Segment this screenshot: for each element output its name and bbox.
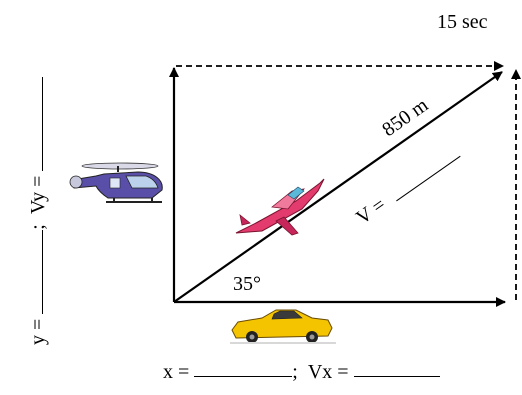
y-separator: ;: [27, 224, 49, 230]
helicopter-picture: [69, 162, 163, 203]
sports-car-picture: [230, 309, 336, 344]
y-answer-blank[interactable]: [41, 229, 43, 314]
distance-label: 850 m: [378, 94, 432, 141]
vy-label: Vy =: [27, 170, 49, 215]
vx-label: Vx =: [307, 361, 354, 383]
vx-answer-blank[interactable]: [353, 375, 440, 377]
x-label: x =: [163, 361, 195, 383]
horizontal-equation: x = ; Vx =: [163, 362, 440, 382]
vy-answer-blank[interactable]: [41, 76, 43, 171]
y-label: y =: [27, 313, 49, 345]
x-separator: ;: [292, 361, 298, 383]
velocity-label: V =: [352, 194, 390, 229]
vertical-equation: y = ; Vy =: [27, 76, 49, 345]
velocity-label-group: V =: [352, 155, 461, 229]
resultant-vector-arrow: [173, 71, 503, 303]
time-label: 15 sec: [437, 11, 488, 33]
velocity-answer-blank: [396, 155, 461, 202]
angle-label: 35°: [233, 273, 261, 295]
x-answer-blank[interactable]: [194, 375, 293, 377]
jet-airplane-picture: [235, 178, 325, 236]
